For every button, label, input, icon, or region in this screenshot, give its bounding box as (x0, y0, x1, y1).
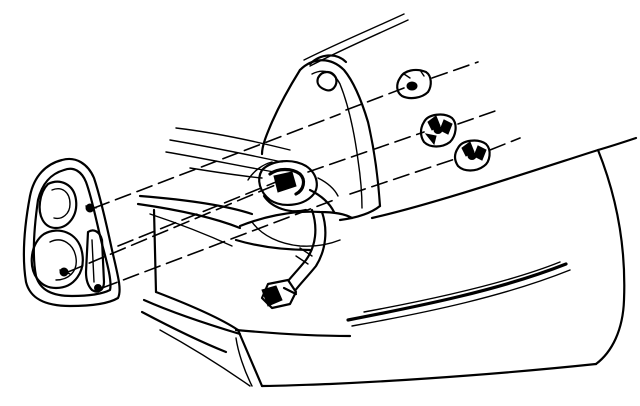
tail-lamp-assembly (22, 157, 121, 308)
lamp-housing-bracket (234, 13, 409, 252)
alignment-lines (67, 61, 521, 289)
mounting-nut-middle (419, 113, 457, 148)
mounting-nut-upper (396, 68, 432, 100)
bulb-socket (247, 160, 339, 214)
mounting-nut-lower (453, 139, 491, 172)
rear-quarter-body (136, 127, 638, 388)
wiring-harness-connector (260, 208, 327, 310)
